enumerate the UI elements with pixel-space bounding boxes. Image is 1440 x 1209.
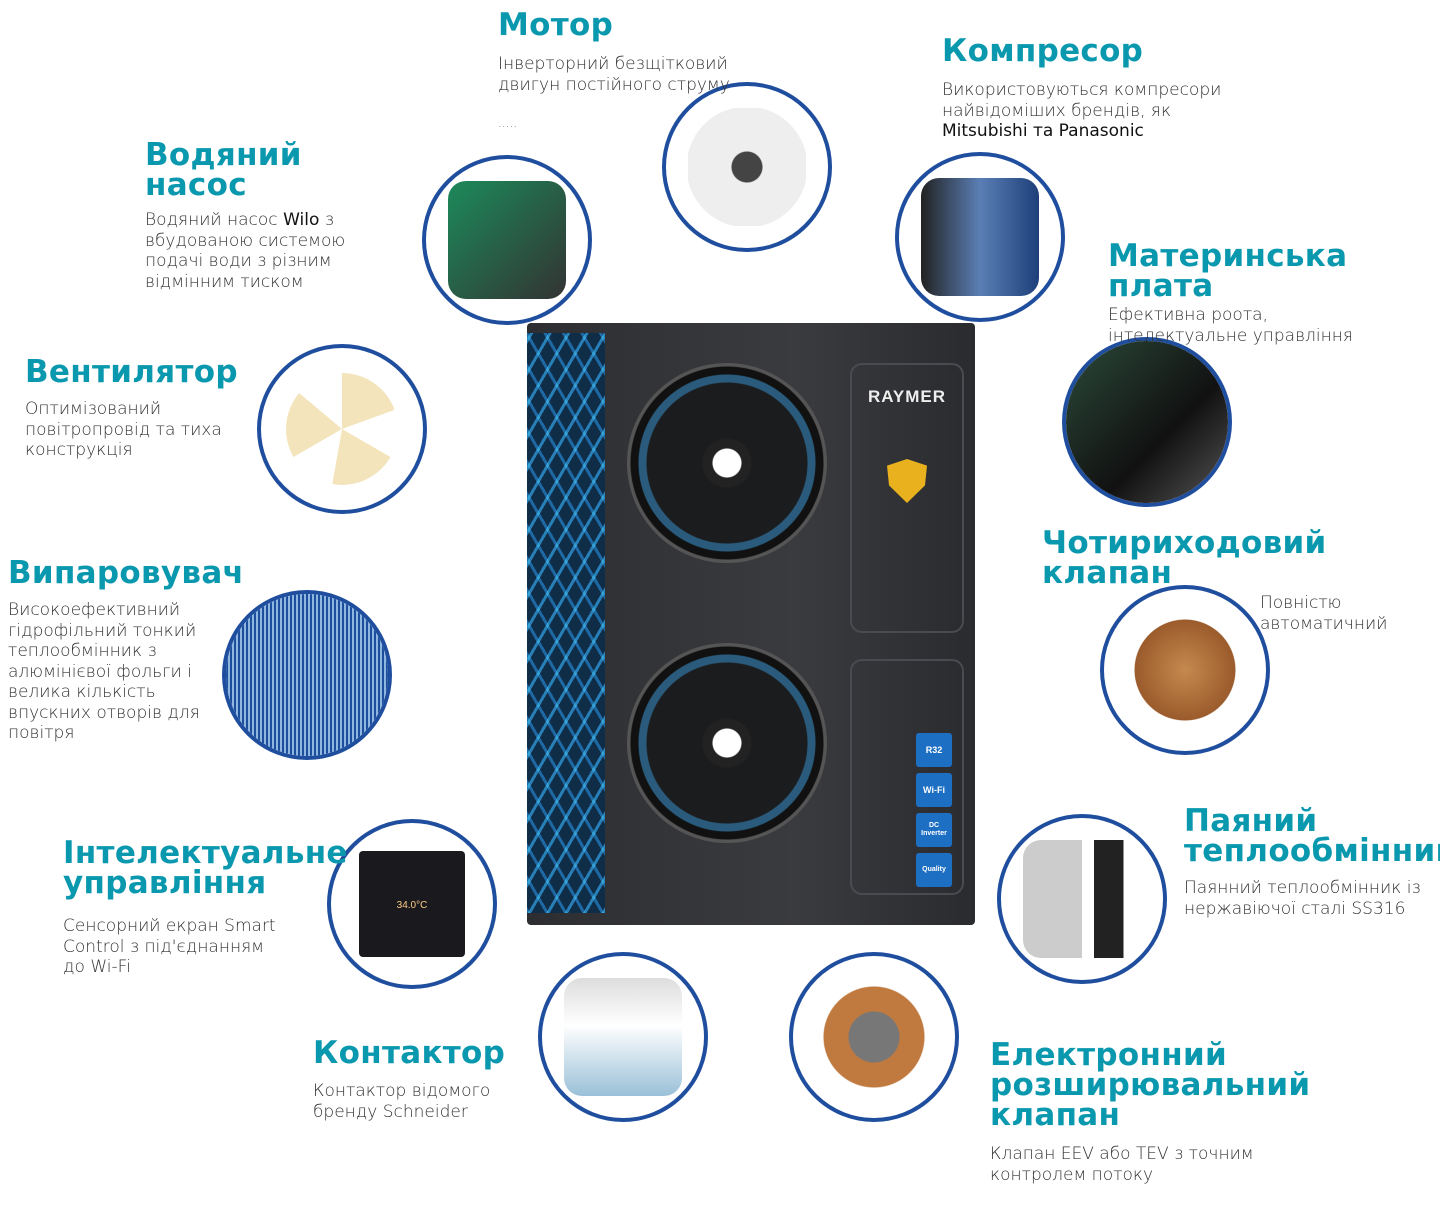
contactor-desc: Контактор відомого бренду Schneider bbox=[313, 1081, 491, 1122]
brazed-hx-desc: Паянний теплообмінник із нержавіючої ста… bbox=[1184, 878, 1421, 919]
eev-desc: Клапан EEV або TEV з точним контролем по… bbox=[990, 1144, 1254, 1185]
control-screen: 34.0°C bbox=[359, 851, 465, 957]
eev-image bbox=[789, 952, 959, 1122]
pump-brand: Wilo bbox=[283, 210, 320, 230]
eev-label: Електронний розширювальний клапан Клапан… bbox=[990, 1040, 1430, 1185]
upper-panel bbox=[850, 363, 964, 633]
four-way-valve-title: Чотириходовий клапан bbox=[1042, 525, 1327, 591]
evaporator-desc: Високоефективний гідрофільний тонкий теп… bbox=[8, 600, 200, 743]
board-title: Материнська плата bbox=[1108, 238, 1348, 304]
brazed-hx-label: Паяний теплообмінник Паянний теплообмінн… bbox=[1184, 803, 1440, 919]
board-desc: Ефективна роота, інтелектуальне управлін… bbox=[1108, 305, 1353, 346]
fan-desc: Оптимізований повітропровід та тиха конс… bbox=[25, 399, 222, 460]
evaporator-title: Випаровувач bbox=[8, 555, 245, 591]
motor-image bbox=[662, 82, 832, 252]
evaporator-label: Випаровувач Високоефективний гідрофільни… bbox=[8, 555, 245, 744]
control-label: Інтелектуальне управління Сенсорний екра… bbox=[63, 835, 348, 978]
brazed-hx-title: Паяний теплообмінник bbox=[1184, 803, 1440, 869]
inverter-badge: DC Inverter bbox=[916, 813, 952, 847]
compressor-desc: Використовуються компресори найвідоміших… bbox=[942, 80, 1222, 121]
control-title: Інтелектуальне управління bbox=[63, 835, 348, 901]
contactor-title: Контактор bbox=[313, 1035, 506, 1071]
r32-badge: R32 bbox=[916, 733, 952, 767]
fan-upper bbox=[627, 363, 827, 563]
compressor-title: Компресор bbox=[942, 33, 1144, 69]
motor-desc: Інверторний безщітковий двигун постійног… bbox=[498, 54, 730, 95]
eev-title: Електронний розширювальний клапан bbox=[990, 1037, 1311, 1133]
wifi-badge: Wi-Fi bbox=[916, 773, 952, 807]
pump-image bbox=[422, 155, 592, 325]
motor-title: Мотор bbox=[498, 7, 614, 43]
four-way-valve-desc: Повністю автоматичний bbox=[1260, 593, 1388, 634]
board-label: Материнська плата Ефективна роота, інтел… bbox=[1108, 241, 1408, 346]
motor-extra: ..... bbox=[498, 116, 518, 130]
heat-pump-unit: RAYMER R32 Wi-Fi DC Inverter Quality bbox=[527, 323, 975, 925]
four-way-valve-image bbox=[1100, 585, 1270, 755]
compressor-brands: Mitsubishi та Panasonic bbox=[942, 121, 1144, 141]
pump-desc: з вбудованою системою подачі води з різн… bbox=[145, 210, 346, 292]
motor-label: Мотор Інверторний безщітковий двигун пос… bbox=[498, 10, 768, 134]
motherboard-image bbox=[1062, 337, 1232, 507]
contactor-image bbox=[538, 952, 708, 1122]
four-way-valve-label: Чотириходовий клапан Повністю автоматичн… bbox=[1042, 528, 1437, 634]
lower-panel bbox=[850, 659, 964, 895]
fan-label: Вентилятор Оптимізований повітропровід т… bbox=[25, 357, 250, 461]
side-grill bbox=[527, 333, 605, 913]
pump-label: Водяний насос Водяний насос Wilo з вбудо… bbox=[145, 140, 395, 292]
brazed-hx-image bbox=[997, 814, 1167, 984]
compressor-image bbox=[895, 152, 1065, 322]
compressor-label: Компресор Використовуються компресори на… bbox=[942, 36, 1272, 142]
contactor-label: Контактор Контактор відомого бренду Schn… bbox=[313, 1038, 523, 1122]
control-image: 34.0°C bbox=[327, 819, 497, 989]
pump-desc-pre: Водяний насос bbox=[145, 210, 284, 230]
fan-blade-image bbox=[257, 344, 427, 514]
fan-lower bbox=[627, 643, 827, 843]
quality-badge: Quality bbox=[916, 853, 952, 887]
pump-title: Водяний насос bbox=[145, 137, 302, 203]
brand-logo: RAYMER bbox=[867, 387, 947, 406]
fan-title: Вентилятор bbox=[25, 354, 238, 390]
evaporator-image bbox=[222, 590, 392, 760]
control-desc: Сенсорний екран Smart Control з під'єдна… bbox=[63, 916, 276, 977]
